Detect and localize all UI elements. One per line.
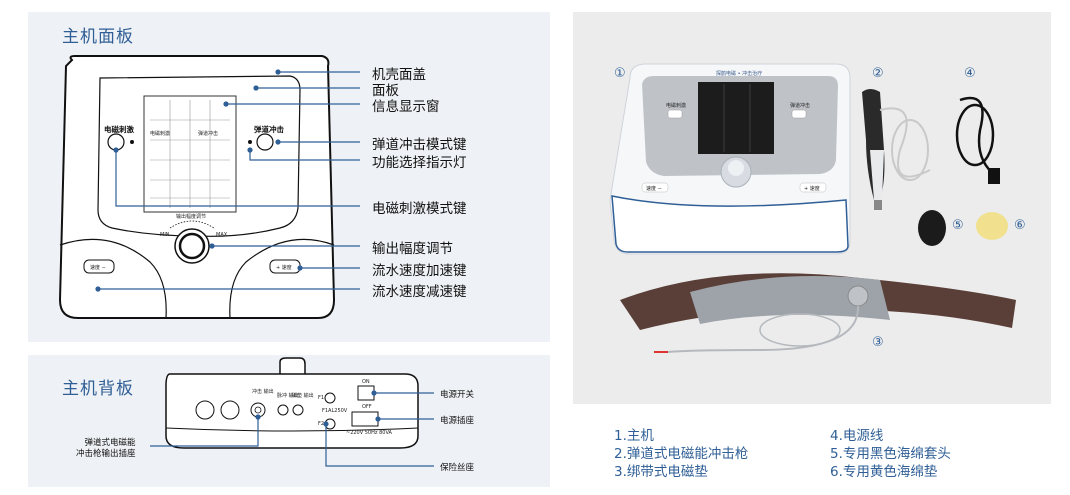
f2-label: F2 — [318, 421, 325, 427]
back-panel-title: 主机背板 — [62, 379, 134, 399]
callout-face-panel: 面板 — [372, 83, 399, 99]
legend-item-2: 2.弹道式电磁能冲击枪 — [614, 446, 749, 462]
callout-fuse-holder: 保险丝座 — [440, 463, 475, 473]
f1-label: F1 — [318, 395, 325, 401]
marker-4: ④ — [964, 66, 976, 81]
off-label: OFF — [362, 404, 372, 410]
min-label: MIN — [160, 232, 170, 238]
on-label: ON — [362, 379, 370, 385]
legend-item-5: 5.专用黑色海绵套头 — [830, 446, 951, 462]
legend-item-3: 3.绑带式电磁垫 — [614, 464, 708, 480]
jack1-label: 冲击 输出 — [252, 389, 274, 395]
jack2-label: 脉冲 输出 — [277, 393, 299, 399]
max-label: MAX — [216, 232, 228, 238]
em-mode-label: 电磁刺激 — [104, 125, 134, 134]
unit-speed-minus-label: 速度 − — [646, 186, 662, 192]
marker-5: ⑤ — [952, 218, 964, 233]
legend-item-6: 6.专用黄色海绵垫 — [830, 464, 938, 480]
legend-item-4: 4.电源线 — [830, 428, 884, 444]
marker-3: ③ — [872, 335, 884, 350]
yellow-sponge — [976, 212, 1008, 240]
speed-minus-label: 速度 − — [90, 265, 106, 271]
jack3-label: 磁垫 输出 — [292, 393, 314, 399]
marker-2: ② — [872, 66, 884, 81]
front-panel-title: 主机面板 — [62, 27, 134, 47]
marker-1: ① — [614, 66, 626, 81]
back-shell — [165, 373, 419, 449]
unit-right-btn-label: 弹道冲击 — [790, 103, 811, 109]
main-unit-screen — [698, 82, 774, 154]
callout-power-socket: 电源插座 — [440, 416, 475, 426]
callout-gun-socket: 弹道式电磁能 冲击枪输出插座 — [76, 438, 136, 459]
back-handle — [279, 357, 306, 374]
power-cord — [959, 96, 997, 177]
unit-left-btn-label: 电磁刺激 — [666, 103, 687, 109]
amplitude-label: 输出幅度调节 — [176, 214, 207, 220]
fuse-rating-label: F1AL250V — [322, 408, 348, 414]
fuse-f1 — [324, 392, 336, 404]
callout-speed-up: 流水速度加速键 — [372, 263, 467, 279]
callout-speed-down: 流水速度减速键 — [372, 284, 467, 300]
black-sponge — [918, 210, 946, 246]
unit-brand-label: 探鹊电磁 • 冲击治疗 — [716, 71, 763, 77]
display-text-1: 电磁刺激 — [150, 131, 171, 137]
unit-speed-plus-label: + 速度 — [804, 186, 820, 192]
callout-em-key: 电磁刺激模式键 — [372, 201, 467, 217]
legend-item-1: 1.主机 — [614, 428, 654, 444]
speed-plus-label: + 速度 — [276, 265, 292, 271]
callout-power-switch: 电源开关 — [440, 390, 475, 400]
ballistic-mode-label: 弹道冲击 — [254, 125, 284, 134]
callout-indicator-light: 功能选择指示灯 — [372, 155, 467, 171]
display-text-2: 弹道冲击 — [198, 131, 219, 137]
callout-shell-cover: 机壳面盖 — [372, 67, 426, 83]
marker-6: ⑥ — [1014, 218, 1026, 233]
voltage-label: ~220V 50Hz 80VA — [346, 430, 392, 436]
callout-ballistic-key: 弹道冲击模式键 — [372, 137, 467, 153]
callout-display-window: 信息显示窗 — [372, 99, 440, 115]
ballistic-button — [256, 133, 274, 151]
callout-amplitude: 输出幅度调节 — [372, 241, 453, 257]
speed-minus-button — [83, 259, 115, 274]
